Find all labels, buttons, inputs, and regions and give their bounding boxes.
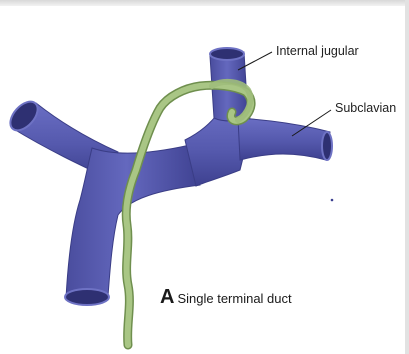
subclavian-vein [238,118,330,160]
subclavian-opening [322,132,332,160]
subclavian-label: Subclavian [335,101,396,115]
bottom-vein-opening [65,289,109,305]
jugular-opening [210,48,244,60]
internal-jugular-label: Internal jugular [276,44,359,58]
caption-panel-letter: A [160,286,174,308]
stray-dot [331,199,334,202]
caption-text: Single terminal duct [177,291,291,306]
